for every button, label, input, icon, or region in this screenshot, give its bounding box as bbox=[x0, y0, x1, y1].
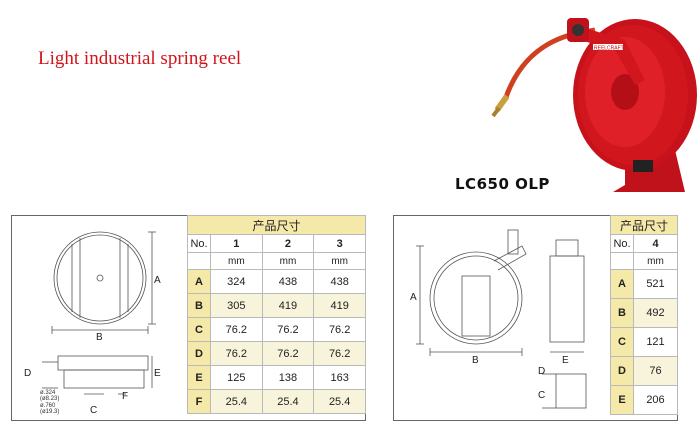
table-row: E 206 bbox=[610, 385, 678, 415]
unit-cell: mm bbox=[210, 252, 263, 270]
table-cell: 438 bbox=[313, 269, 366, 294]
row-label: E bbox=[187, 365, 211, 390]
table-header: 产品尺寸 bbox=[187, 215, 366, 235]
column-header: 4 bbox=[633, 234, 678, 253]
table-row: A 324 438 438 bbox=[187, 269, 366, 294]
row-label: C bbox=[610, 327, 634, 357]
table-row: F 25.4 25.4 25.4 bbox=[187, 389, 366, 414]
page-title: Light industrial spring reel bbox=[38, 48, 242, 69]
table-row: D 76 bbox=[610, 356, 678, 386]
table-cell: 324 bbox=[210, 269, 263, 294]
drawing-note-3: ø.760 bbox=[40, 403, 56, 409]
dimension-panel-left: A B C D E F ø.324 (ø8.23) ø.760 (ø19.3) … bbox=[11, 215, 366, 421]
row-label: F bbox=[187, 389, 211, 414]
reel-technical-drawing-right: A B E D C bbox=[410, 229, 587, 409]
table-cell: 76.2 bbox=[313, 317, 366, 342]
dimension-table-left: 产品尺寸 No. 1 2 3 mm mm mm A 324 438 438 B … bbox=[187, 215, 366, 414]
table-cell: 521 bbox=[633, 269, 678, 299]
drawing-note-1: ø.324 bbox=[40, 390, 56, 396]
table-cell: 76 bbox=[633, 356, 678, 386]
table-cell: 25.4 bbox=[210, 389, 263, 414]
table-cell: 25.4 bbox=[313, 389, 366, 414]
table-cell: 76.2 bbox=[210, 317, 263, 342]
dim-a-label: A bbox=[410, 292, 417, 303]
reel-technical-drawing-left: A B C D E F ø.324 (ø8.23) ø.760 (ø19.3) bbox=[24, 231, 161, 416]
drawing-note-2: (ø8.23) bbox=[40, 396, 59, 402]
table-row: C 121 bbox=[610, 327, 678, 357]
row-label: D bbox=[610, 356, 634, 386]
row-label: A bbox=[187, 269, 211, 294]
row-label: B bbox=[187, 293, 211, 318]
drawing-note-4: (ø19.3) bbox=[40, 409, 59, 415]
table-cell: 206 bbox=[633, 385, 678, 415]
dim-a-label: A bbox=[154, 275, 161, 286]
dim-b-label: B bbox=[472, 355, 479, 366]
unit-cell: mm bbox=[313, 252, 366, 270]
table-row: A 521 bbox=[610, 269, 678, 299]
table-cell: 419 bbox=[313, 293, 366, 318]
table-cell: 492 bbox=[633, 298, 678, 328]
dim-c-label: C bbox=[538, 390, 545, 401]
column-header: 1 bbox=[210, 234, 263, 253]
hose-reel-illustration: REELCRAFT bbox=[491, 18, 697, 192]
model-label: LC650 OLP bbox=[455, 175, 550, 193]
table-cell: 419 bbox=[261, 293, 315, 318]
table-cell: 25.4 bbox=[261, 389, 315, 414]
table-cell: 76.2 bbox=[261, 317, 315, 342]
table-row: B 305 419 419 bbox=[187, 293, 366, 318]
table-cell: 305 bbox=[210, 293, 263, 318]
unit-spacer bbox=[187, 252, 211, 270]
brand-label: REELCRAFT bbox=[594, 46, 624, 52]
dim-e-label: E bbox=[562, 355, 569, 366]
dim-d-label: D bbox=[538, 366, 545, 377]
dimension-panel-right: A B E D C 产品尺寸 No. 4 mm A 521 B 492 C 12… bbox=[393, 215, 678, 421]
table-row: C 76.2 76.2 76.2 bbox=[187, 317, 366, 342]
table-cell: 438 bbox=[261, 269, 315, 294]
no-label: No. bbox=[610, 234, 634, 253]
table-cell: 125 bbox=[210, 365, 263, 390]
table-row: D 76.2 76.2 76.2 bbox=[187, 341, 366, 366]
table-header: 产品尺寸 bbox=[610, 215, 678, 235]
dim-b-label: B bbox=[96, 332, 103, 343]
unit-cell: mm bbox=[633, 252, 678, 270]
table-cell: 121 bbox=[633, 327, 678, 357]
table-cell: 163 bbox=[313, 365, 366, 390]
dim-d-label: D bbox=[24, 368, 31, 379]
table-row: B 492 bbox=[610, 298, 678, 328]
dimension-table-right: 产品尺寸 No. 4 mm A 521 B 492 C 121 D 76 E 2… bbox=[610, 215, 678, 415]
unit-spacer bbox=[610, 252, 634, 270]
table-cell: 76.2 bbox=[313, 341, 366, 366]
table-cell: 76.2 bbox=[210, 341, 263, 366]
row-label: C bbox=[187, 317, 211, 342]
dim-f-label: F bbox=[122, 391, 128, 402]
table-cell: 76.2 bbox=[261, 341, 315, 366]
row-label: E bbox=[610, 385, 634, 415]
table-row: E 125 138 163 bbox=[187, 365, 366, 390]
row-label: A bbox=[610, 269, 634, 299]
column-header: 3 bbox=[313, 234, 366, 253]
unit-cell: mm bbox=[261, 252, 315, 270]
row-label: D bbox=[187, 341, 211, 366]
dim-e-label: E bbox=[154, 368, 161, 379]
table-cell: 138 bbox=[261, 365, 315, 390]
no-label: No. bbox=[187, 234, 211, 253]
column-header: 2 bbox=[261, 234, 315, 253]
row-label: B bbox=[610, 298, 634, 328]
dim-c-label: C bbox=[90, 405, 97, 416]
